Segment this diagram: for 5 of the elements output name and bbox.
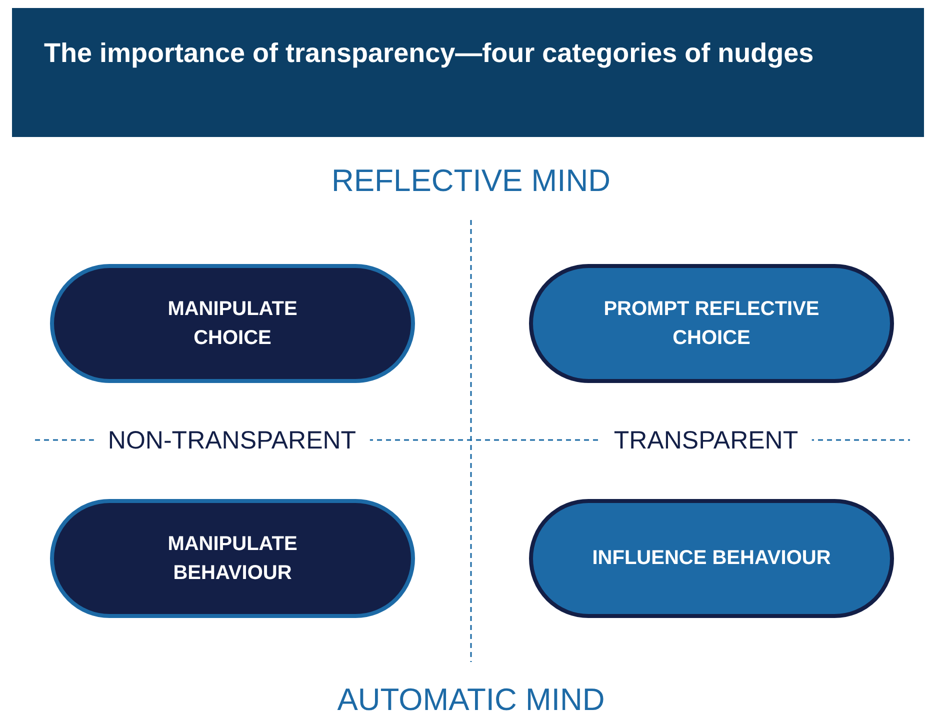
category-label: INFLUENCE BEHAVIOUR [592,546,831,571]
category-label: MANIPULATE BEHAVIOUR [166,532,298,586]
category-label: PROMPT REFLECTIVE CHOICE [602,296,820,350]
category-label: MANIPULATE CHOICE [166,296,298,350]
title: The importance of transparency—four categories of nudges [44,37,815,70]
